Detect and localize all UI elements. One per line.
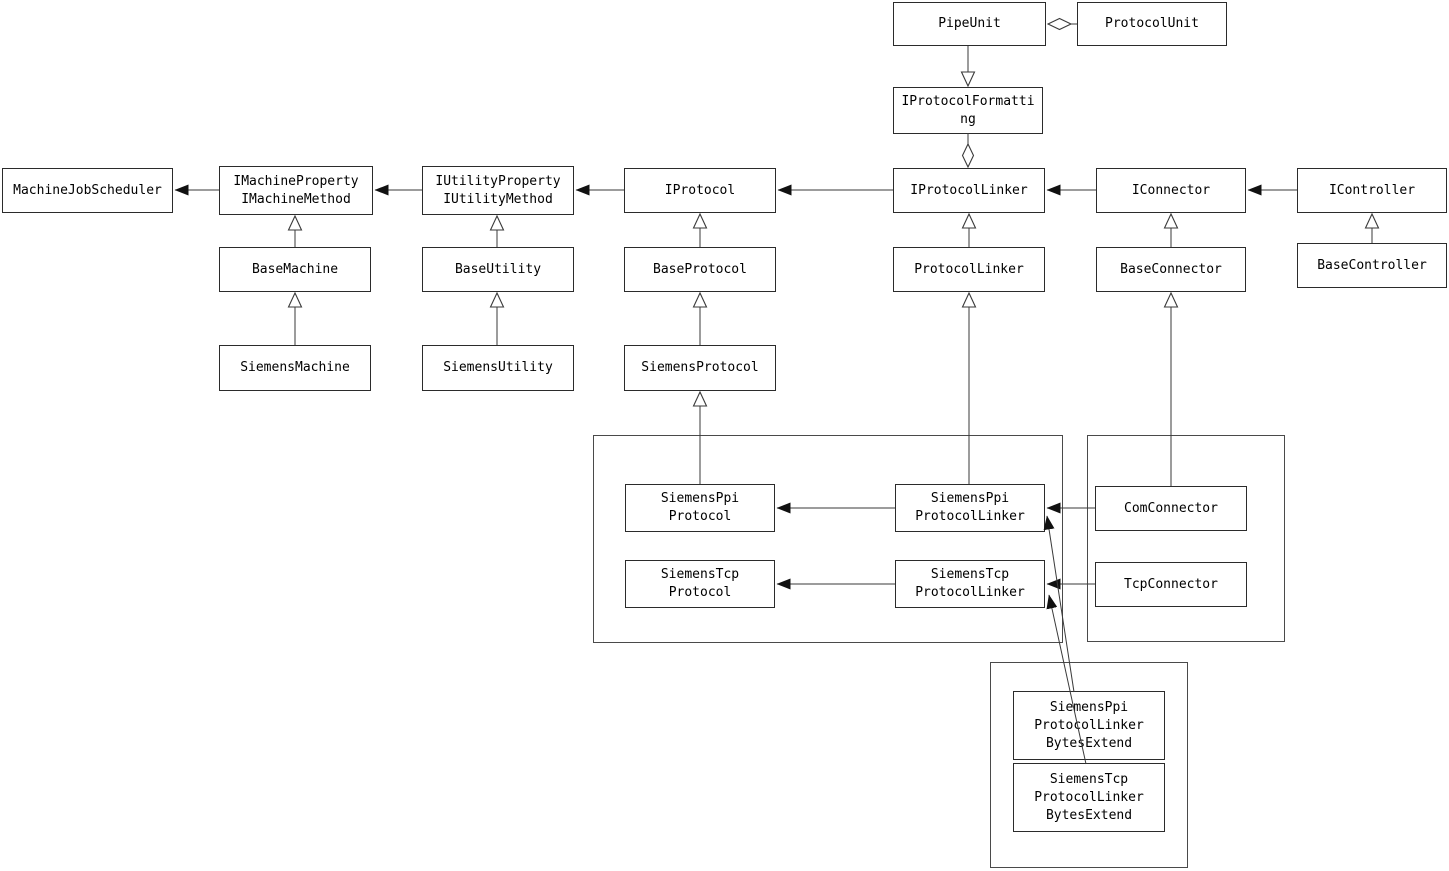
class-label: BaseUtility <box>454 261 542 277</box>
class-label: SiemensTcp <box>660 567 740 582</box>
class-label: IUtilityMethod <box>443 191 553 207</box>
group-bytes-extend <box>990 662 1188 868</box>
class-label: IMachineMethod <box>241 191 351 207</box>
class-label: ComConnector <box>1124 500 1218 516</box>
class-box-base-controller: BaseController <box>1297 243 1447 288</box>
class-label: ProtocolLinker <box>1034 789 1144 805</box>
class-label: ProtocolLinker <box>915 585 1025 600</box>
class-label: MachineJobScheduler <box>13 182 162 198</box>
class-label: BytesExtend <box>1045 807 1133 823</box>
class-label: IController <box>1328 182 1416 198</box>
class-label: PipeUnit <box>938 16 1001 31</box>
class-label: SiemensProtocol <box>641 360 759 375</box>
class-box-machine-job-scheduler: MachineJobScheduler <box>2 168 173 213</box>
class-label: TcpConnector <box>1124 576 1218 592</box>
class-box-base-connector: BaseConnector <box>1096 247 1246 292</box>
class-box-iconnector: IConnector <box>1096 168 1246 213</box>
class-label: Protocol <box>668 585 732 600</box>
class-label: ProtocolLinker <box>1034 717 1144 733</box>
class-box-base-machine: BaseMachine <box>219 247 371 292</box>
class-box-com-connector: ComConnector <box>1095 486 1247 531</box>
class-box-base-utility: BaseUtility <box>422 247 574 292</box>
class-label: BaseMachine <box>251 261 339 277</box>
class-box-protocol-unit: ProtocolUnit <box>1077 2 1227 46</box>
class-label: SiemensUtility <box>443 360 553 375</box>
class-box-tcp-connector: TcpConnector <box>1095 562 1247 607</box>
class-box-icontroller: IController <box>1297 168 1447 213</box>
class-box-base-protocol: BaseProtocol <box>624 247 776 292</box>
class-label: BaseProtocol <box>653 261 747 277</box>
class-label: SiemensTcp <box>930 567 1010 582</box>
class-label: IUtilityProperty <box>435 173 561 189</box>
class-label: SiemensMachine <box>240 360 350 375</box>
class-label: SiemensTcp <box>1049 771 1129 787</box>
class-box-protocol-linker: ProtocolLinker <box>893 247 1045 292</box>
class-box-siemens-utility: SiemensUtility <box>422 345 574 391</box>
class-label: BytesExtend <box>1045 735 1133 751</box>
class-box-iprotocol-formatting: IProtocolFormatti ng <box>893 87 1043 134</box>
class-box-siemens-machine: SiemensMachine <box>219 345 371 391</box>
class-box-iprotocol-linker: IProtocolLinker <box>893 168 1045 213</box>
class-label: SiemensPpi <box>660 491 740 506</box>
class-label: BaseController <box>1317 257 1427 273</box>
class-label: ProtocolUnit <box>1105 16 1199 31</box>
class-label: IProtocolFormatti <box>901 93 1035 109</box>
class-label: SiemensPpi <box>930 491 1010 506</box>
class-box-iprotocol: IProtocol <box>624 168 776 213</box>
class-label: IMachineProperty <box>233 173 359 189</box>
class-label: SiemensPpi <box>1049 699 1129 715</box>
class-box-pipe-unit: PipeUnit <box>893 2 1046 46</box>
class-label: IProtocol <box>664 182 736 198</box>
class-label: ProtocolLinker <box>914 261 1024 277</box>
class-label: ProtocolLinker <box>915 509 1025 524</box>
group-connectors <box>1087 435 1285 642</box>
class-label: IProtocolLinker <box>910 182 1028 198</box>
class-label: Protocol <box>668 509 732 524</box>
class-box-siemens-protocol: SiemensProtocol <box>624 345 776 391</box>
class-label: BaseConnector <box>1120 261 1222 277</box>
group-siemens-protocol-linkers <box>593 435 1063 643</box>
class-label: IConnector <box>1131 182 1211 198</box>
class-label: ng <box>960 111 976 127</box>
